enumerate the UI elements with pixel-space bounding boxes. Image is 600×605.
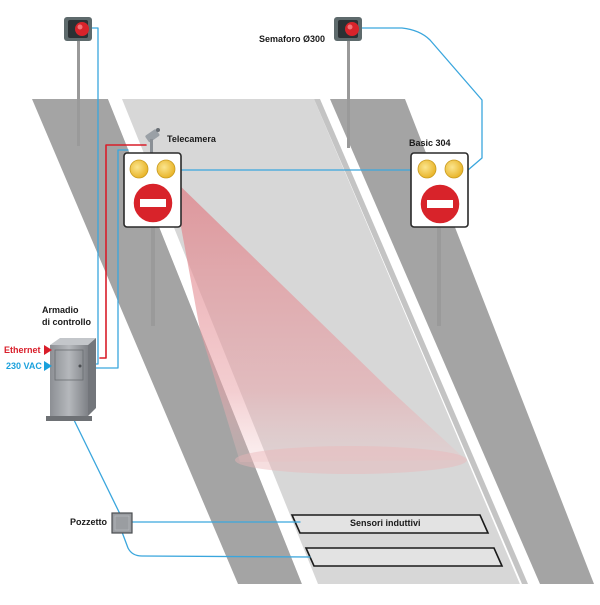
control-cabinet-icon [46,338,96,421]
signal-right-lamp-1 [417,159,437,179]
inductive-sensor-loop-2 [304,547,504,567]
ethernet-arrow-icon [44,345,52,355]
signal-left-lamp-2 [156,159,176,179]
ethernet-cable [99,144,147,359]
cabinet-to-pozzetto-cable [73,419,121,515]
power-arrow-icon [44,361,52,371]
power-cable-left-signal [89,149,129,369]
semaforo-label: Semaforo Ø300 [259,34,326,44]
signal-right-lamp-2 [444,159,464,179]
camera-cone-end [235,446,467,474]
signal-left-pole [151,226,155,326]
camera-icon [145,128,160,153]
signal-right-pole [437,226,441,326]
pozzetto-to-loop-2-cable [121,531,311,558]
pozzetto-label: Pozzetto [70,517,107,527]
telecamera-label: Telecamera [167,134,216,144]
basic-label: Basic 304 [409,138,451,148]
traffic-light-left [64,17,92,146]
traffic-light-right [334,17,362,148]
road-right-shoulder [330,99,594,584]
junction-box-icon [111,512,133,534]
road-left-shoulder [32,99,302,584]
traffic-light-icon [334,17,362,41]
signal-right [410,152,469,326]
ethernet-label: Ethernet [4,345,41,355]
traffic-light-left-pole [77,40,80,146]
no-entry-sign-icon [132,182,174,224]
no-entry-sign-icon [419,183,461,225]
inductive-sensor-loop-1 [290,514,490,534]
traffic-light-icon [64,17,92,41]
signal-left-lamp-1 [129,159,149,179]
armadio-label-line2: di controllo [42,317,91,327]
power-cable-right-semaforo [361,27,483,171]
traffic-light-right-pole [347,40,350,148]
power-label: 230 VAC [6,361,42,371]
road-right-inner-line [314,99,528,584]
sensori-label: Sensori induttivi [350,518,421,528]
armadio-label-line1: Armadio [42,305,79,315]
signal-left [123,128,182,326]
camera-detection-cone [172,178,466,462]
